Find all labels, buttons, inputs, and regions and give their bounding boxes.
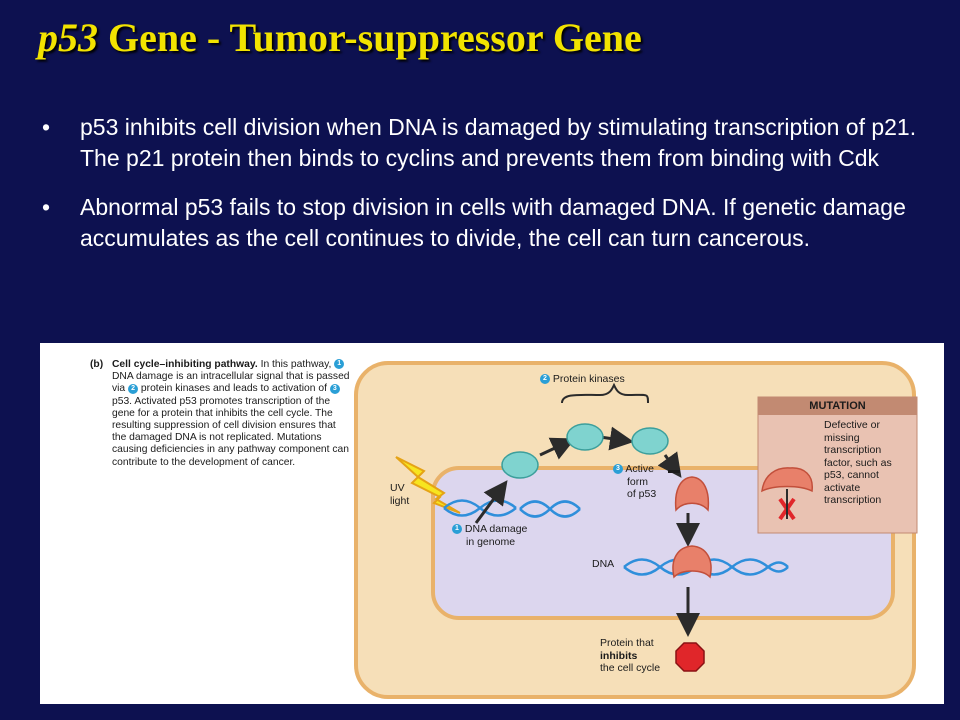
mutation-line: Defective or <box>824 419 881 431</box>
title-text: Gene - Tumor-suppressor Gene <box>108 15 642 60</box>
mutation-line: p53, cannot <box>824 469 879 481</box>
step-1-badge: 1 <box>334 359 345 370</box>
mutation-line: transcription <box>824 444 882 456</box>
defective-p53-icon <box>761 467 813 493</box>
protein-line-3: the cell cycle <box>600 662 661 674</box>
bullet-text: Abnormal p53 fails to stop division in c… <box>80 194 906 251</box>
active-line-1: Active <box>625 463 654 475</box>
uv-lightning-icon <box>395 456 461 514</box>
uv-line-1: UV <box>390 482 405 494</box>
dna-damage-line-2: in genome <box>466 535 516 548</box>
kinase-bracket <box>561 382 649 404</box>
protein-kinases-label: 2 Protein kinases <box>540 373 625 386</box>
protein-inhibits-label: Protein that inhibits the cell cycle <box>600 637 660 675</box>
arrow-kinase-1-to-2 <box>539 437 576 460</box>
protein-line-2: inhibits <box>600 649 638 662</box>
stop-octagon-icon <box>675 642 705 672</box>
caption-body: Cell cycle–inhibiting pathway. In this p… <box>112 359 352 469</box>
arrow-damage-to-kinase <box>474 480 508 524</box>
slide-title: p53 Gene - Tumor-suppressor Gene <box>38 14 642 61</box>
mutation-line: transcription <box>824 494 882 506</box>
step-3-badge: 3 <box>329 383 340 394</box>
caption-intro: In this pathway, <box>260 359 332 370</box>
step-1-badge: 1 <box>452 524 462 535</box>
mutation-line: activate <box>824 481 861 494</box>
caption-tag: (b) <box>90 359 104 370</box>
active-p53-label: 3 Active form of p53 <box>613 463 656 501</box>
bullet-text: p53 inhibits cell division when DNA is d… <box>80 114 917 171</box>
bullet-item: • Abnormal p53 fails to stop division in … <box>42 192 922 254</box>
figure-caption: (b) Cell cycle–inhibiting pathway. In th… <box>90 359 352 469</box>
caption-part-3: p53. Activated p53 promotes transcriptio… <box>112 395 349 468</box>
dna-damage-line-1: DNA damage <box>464 523 528 535</box>
caption-heading: Cell cycle–inhibiting pathway. <box>112 359 258 370</box>
phosphate-bar <box>668 470 680 473</box>
pathway-diagram <box>354 361 918 699</box>
caption-part-1: DNA damage is an intracellular signal th… <box>112 371 350 395</box>
uv-line-2: light <box>390 494 410 507</box>
active-line-2: form <box>627 475 648 488</box>
active-p53-icon <box>674 476 710 512</box>
mutation-line: missing <box>824 431 860 444</box>
protein-kinase-1 <box>501 451 539 479</box>
bound-p53-icon <box>672 545 712 579</box>
dna-helix-icon <box>623 558 789 576</box>
bullet-marker: • <box>42 194 51 220</box>
dna-damage-label: 1 DNA damage in genome <box>452 523 527 548</box>
figure-panel: (b) Cell cycle–inhibiting pathway. In th… <box>40 343 944 704</box>
title-gene-name: p53 <box>38 15 98 60</box>
protein-line-1: Protein that <box>600 637 654 649</box>
step-3-badge: 3 <box>613 464 623 475</box>
mutation-line: factor, such as <box>824 456 892 469</box>
step-2-badge: 2 <box>540 374 550 385</box>
bullet-marker: • <box>42 114 51 140</box>
protein-kinase-3 <box>631 427 669 455</box>
caption-part-2: protein kinases and leads to activation … <box>140 383 327 395</box>
bullet-list: • p53 inhibits cell division when DNA is … <box>42 112 922 272</box>
mutation-heading: MUTATION <box>758 397 917 415</box>
bullet-item: • p53 inhibits cell division when DNA is … <box>42 112 922 174</box>
protein-kinase-2 <box>566 423 604 451</box>
arrow-kinase-2-to-3 <box>599 426 634 451</box>
protein-kinases-text: Protein kinases <box>552 373 625 385</box>
uv-light-label: UV light <box>390 482 409 507</box>
dna-label: DNA <box>592 558 615 570</box>
active-line-3: of p53 <box>627 488 657 500</box>
mutation-text: Defective or missing transcription facto… <box>824 419 892 507</box>
step-2-badge: 2 <box>128 383 139 394</box>
